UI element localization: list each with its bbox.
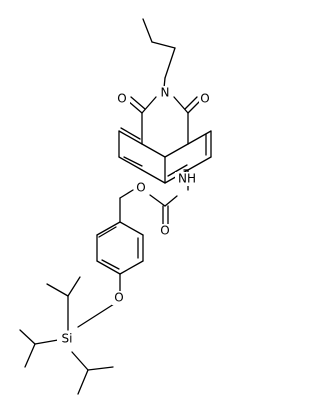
bond-core-top2 bbox=[164, 143, 189, 158]
label-bg-si bbox=[57, 331, 77, 347]
bond-left-ring-1 bbox=[118, 130, 143, 145]
bond-ipr2-a bbox=[19, 329, 36, 345]
bond-ipr3-b bbox=[77, 369, 89, 395]
bond-benz-3 bbox=[96, 260, 121, 275]
bond-n-c-right bbox=[173, 96, 189, 114]
label-bg-o-upper bbox=[116, 92, 130, 106]
bond-ipr1-a bbox=[46, 283, 69, 297]
bond-left-ring-3 bbox=[118, 156, 143, 171]
bond-carbonyl-oester bbox=[149, 194, 166, 207]
bond-benz-3b bbox=[101, 259, 120, 270]
atom-o-carbonyl: O bbox=[160, 224, 169, 238]
label-bg-o-ether bbox=[112, 291, 126, 305]
bond-butyl-3 bbox=[164, 47, 176, 79]
bond-c-o-right-a bbox=[187, 100, 201, 114]
label-bg-n-imide bbox=[158, 86, 172, 100]
bond-ipr1-b bbox=[67, 276, 81, 297]
atom-o-lower: O bbox=[200, 92, 209, 106]
bond-si-ipr2 bbox=[34, 339, 59, 345]
atom-o-upper: O bbox=[117, 92, 126, 106]
label-bg-o-carbonyl bbox=[158, 224, 172, 238]
bond-benz-4 bbox=[119, 260, 144, 275]
atom-n-imide: N bbox=[161, 86, 170, 100]
bond-right-ring-1 bbox=[187, 130, 212, 145]
atom-o-ether: O bbox=[114, 291, 123, 305]
bond-layer bbox=[19, 18, 212, 395]
bond-c-o-right-b bbox=[184, 96, 198, 110]
bond-right-ring-4b bbox=[167, 164, 188, 177]
label-bg-o-lower bbox=[199, 92, 213, 106]
bond-butyl-2 bbox=[151, 41, 176, 49]
bond-benz-1b bbox=[98, 226, 117, 238]
bond-oether-si bbox=[77, 303, 115, 328]
bond-left-ring-1b bbox=[120, 127, 141, 140]
bond-core-top bbox=[141, 143, 166, 158]
label-bg-nh bbox=[175, 172, 199, 186]
bond-c-o-left-b bbox=[130, 96, 146, 110]
bond-n-c-left bbox=[141, 96, 157, 114]
atom-si: Si bbox=[62, 332, 73, 346]
bond-nh-carbonyl bbox=[164, 195, 178, 207]
atom-nh: NH bbox=[178, 172, 196, 186]
bond-c-o-left-a bbox=[127, 100, 143, 114]
bond-benz-1 bbox=[96, 221, 121, 236]
molecule-structure: N O O NH O O O Si bbox=[19, 18, 213, 395]
bond-benz-6 bbox=[119, 221, 144, 236]
bond-si-ipr3 bbox=[71, 351, 89, 371]
label-bg-o-ester bbox=[134, 181, 148, 195]
atom-o-ester: O bbox=[136, 181, 145, 195]
bond-ipr2-b bbox=[24, 343, 36, 368]
bond-right-ring-3 bbox=[187, 156, 212, 171]
bond-butyl-1 bbox=[142, 18, 153, 43]
bond-ipr3-a bbox=[87, 366, 114, 371]
bond-left-ring-3b bbox=[123, 156, 143, 167]
structure-canvas: N O O NH O O O Si bbox=[19, 18, 213, 395]
atom-label-layer: N O O NH O O O Si bbox=[57, 86, 213, 347]
bond-oester-ch2 bbox=[119, 189, 134, 199]
bond-left-ring-4 bbox=[141, 169, 166, 184]
